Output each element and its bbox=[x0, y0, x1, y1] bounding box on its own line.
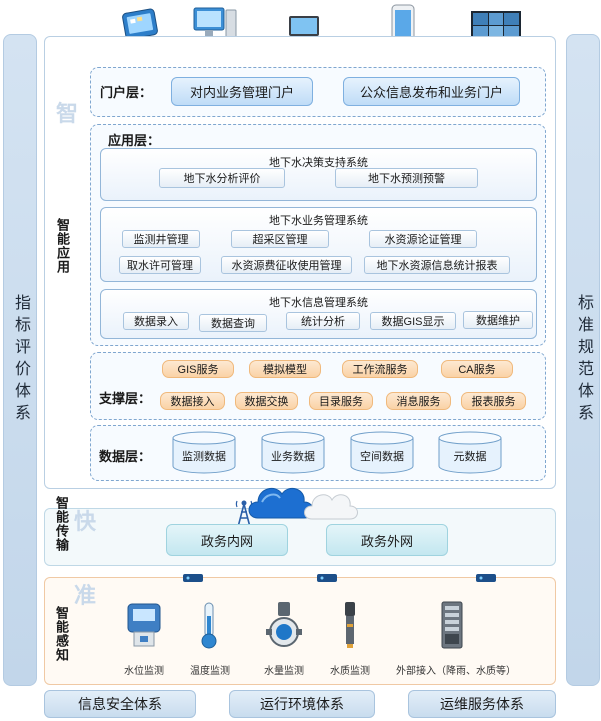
database-cylinder-icon bbox=[172, 431, 236, 474]
monitoring-data-db[interactable]: 监测数据 bbox=[171, 430, 237, 474]
info-management-title: 地下水信息管理系统 bbox=[269, 297, 368, 309]
watermark-zhun: 准 bbox=[74, 583, 97, 608]
workflow-service-item[interactable]: 工作流服务 bbox=[342, 360, 418, 378]
water-level-label: 水位监测 bbox=[124, 666, 164, 677]
database-cylinder-icon bbox=[350, 431, 414, 474]
wireless-module-icon bbox=[475, 571, 497, 583]
water-level-sensor-icon bbox=[124, 600, 164, 650]
data-query-item[interactable]: 数据查询 bbox=[199, 314, 267, 332]
side-pillar-right: 标准规范体系 bbox=[566, 34, 600, 686]
monitoring-data-label: 监测数据 bbox=[182, 451, 226, 463]
server-cabinet-icon bbox=[440, 600, 464, 650]
data-access-item[interactable]: 数据接入 bbox=[160, 392, 225, 410]
groundwater-analysis-item[interactable]: 地下水分析评价 bbox=[159, 168, 285, 188]
metadata-db[interactable]: 元数据 bbox=[437, 430, 503, 474]
statistics-item[interactable]: 统计分析 bbox=[286, 312, 360, 330]
water-fee-item[interactable]: 水资源费征收使用管理 bbox=[221, 256, 352, 274]
business-data-db[interactable]: 业务数据 bbox=[260, 430, 326, 474]
data-layer-label: 数据层： bbox=[99, 449, 152, 464]
gis-service-item[interactable]: GIS服务 bbox=[162, 360, 234, 378]
portal-layer-label: 门户层： bbox=[100, 85, 153, 100]
directory-service-item[interactable]: 目录服务 bbox=[309, 392, 373, 410]
metadata-label: 元数据 bbox=[453, 451, 487, 463]
data-exchange-item[interactable]: 数据交换 bbox=[235, 392, 298, 410]
white-cloud-icon bbox=[300, 486, 360, 522]
application-layer-label: 应用层： bbox=[108, 133, 161, 148]
info-security-system-tab[interactable]: 信息安全体系 bbox=[44, 690, 196, 718]
spatial-data-label: 空间数据 bbox=[360, 451, 404, 463]
simulation-model-item[interactable]: 模拟模型 bbox=[249, 360, 321, 378]
watermark-kuai: 快 bbox=[74, 509, 97, 534]
external-access-label: 外部接入（降雨、水质等） bbox=[396, 666, 516, 677]
wireless-module-icon bbox=[182, 571, 204, 583]
water-permit-item[interactable]: 取水许可管理 bbox=[119, 256, 201, 274]
thermometer-icon bbox=[197, 600, 221, 650]
flow-meter-icon bbox=[264, 600, 304, 650]
message-service-item[interactable]: 消息服务 bbox=[386, 392, 451, 410]
water-resource-demonstration-item[interactable]: 水资源论证管理 bbox=[369, 230, 477, 248]
temperature-label: 温度监测 bbox=[190, 666, 230, 677]
smart-transfer-label: 智能传输 bbox=[54, 496, 69, 552]
smart-application-label: 智能应用 bbox=[55, 218, 70, 274]
ops-service-system-tab[interactable]: 运维服务体系 bbox=[408, 690, 556, 718]
water-quality-label: 水质监测 bbox=[330, 666, 370, 677]
business-management-title: 地下水业务管理系统 bbox=[269, 215, 368, 227]
database-cylinder-icon bbox=[261, 431, 325, 474]
side-pillar-left: 指标评价体系 bbox=[3, 34, 37, 686]
portal-public-button[interactable]: 公众信息发布和业务门户 bbox=[343, 77, 520, 106]
ca-service-item[interactable]: CA服务 bbox=[441, 360, 513, 378]
business-data-label: 业务数据 bbox=[271, 451, 315, 463]
groundwater-statistics-item[interactable]: 地下水资源信息统计报表 bbox=[364, 256, 510, 274]
well-management-item[interactable]: 监测井管理 bbox=[122, 230, 200, 248]
gov-extranet-button[interactable]: 政务外网 bbox=[326, 524, 448, 556]
side-pillar-left-label: 指标评价体系 bbox=[12, 294, 29, 426]
gis-display-item[interactable]: 数据GIS显示 bbox=[370, 312, 456, 330]
portal-internal-button[interactable]: 对内业务管理门户 bbox=[171, 77, 313, 106]
spatial-data-db[interactable]: 空间数据 bbox=[349, 430, 415, 474]
runtime-environment-system-tab[interactable]: 运行环境体系 bbox=[229, 690, 375, 718]
support-layer-label: 支撑层： bbox=[99, 391, 152, 406]
water-volume-label: 水量监测 bbox=[264, 666, 304, 677]
overexploitation-area-item[interactable]: 超采区管理 bbox=[231, 230, 329, 248]
tablet-device-icon bbox=[118, 8, 162, 42]
report-service-item[interactable]: 报表服务 bbox=[461, 392, 526, 410]
gov-intranet-button[interactable]: 政务内网 bbox=[166, 524, 288, 556]
database-cylinder-icon bbox=[438, 431, 502, 474]
groundwater-forecast-item[interactable]: 地下水预测预警 bbox=[335, 168, 478, 188]
data-maintenance-item[interactable]: 数据维护 bbox=[463, 311, 533, 329]
side-pillar-right-label: 标准规范体系 bbox=[575, 294, 592, 426]
data-entry-item[interactable]: 数据录入 bbox=[123, 312, 189, 330]
water-quality-probe-icon bbox=[338, 600, 362, 650]
smart-sensing-label: 智能感知 bbox=[54, 606, 69, 662]
watermark-zhi: 智 bbox=[56, 101, 79, 126]
decision-support-title: 地下水决策支持系统 bbox=[269, 157, 368, 169]
wireless-module-icon bbox=[316, 571, 338, 583]
